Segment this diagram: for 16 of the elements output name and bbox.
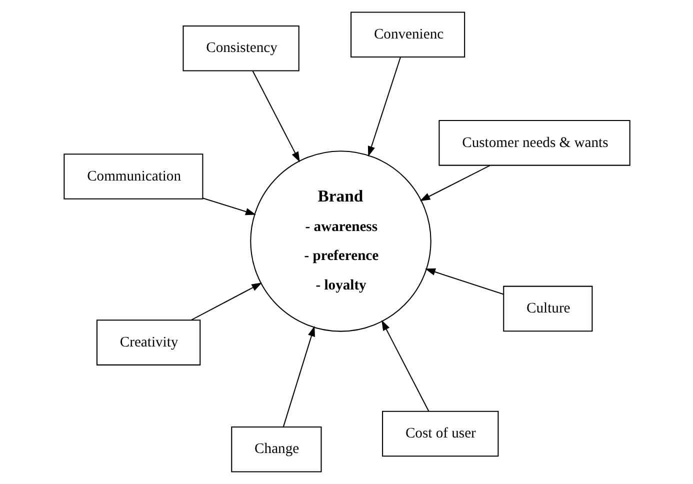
arrow bbox=[190, 282, 262, 321]
node-box: Cost of user bbox=[382, 410, 498, 457]
node-box: Change bbox=[230, 426, 322, 472]
node-box: Convenienc bbox=[350, 12, 465, 58]
node-box: Customer needs & wants bbox=[438, 120, 630, 166]
node-box: Consistency bbox=[182, 25, 299, 72]
arrow bbox=[367, 56, 400, 157]
arrow bbox=[381, 320, 429, 412]
arrow bbox=[282, 326, 314, 427]
arrow bbox=[419, 165, 490, 202]
node-box: Communication bbox=[63, 154, 203, 200]
arrow bbox=[252, 70, 300, 162]
node-box: Creativity bbox=[96, 320, 200, 366]
arrow bbox=[202, 198, 256, 216]
node-box: Culture bbox=[502, 286, 592, 332]
arrow bbox=[424, 268, 504, 295]
